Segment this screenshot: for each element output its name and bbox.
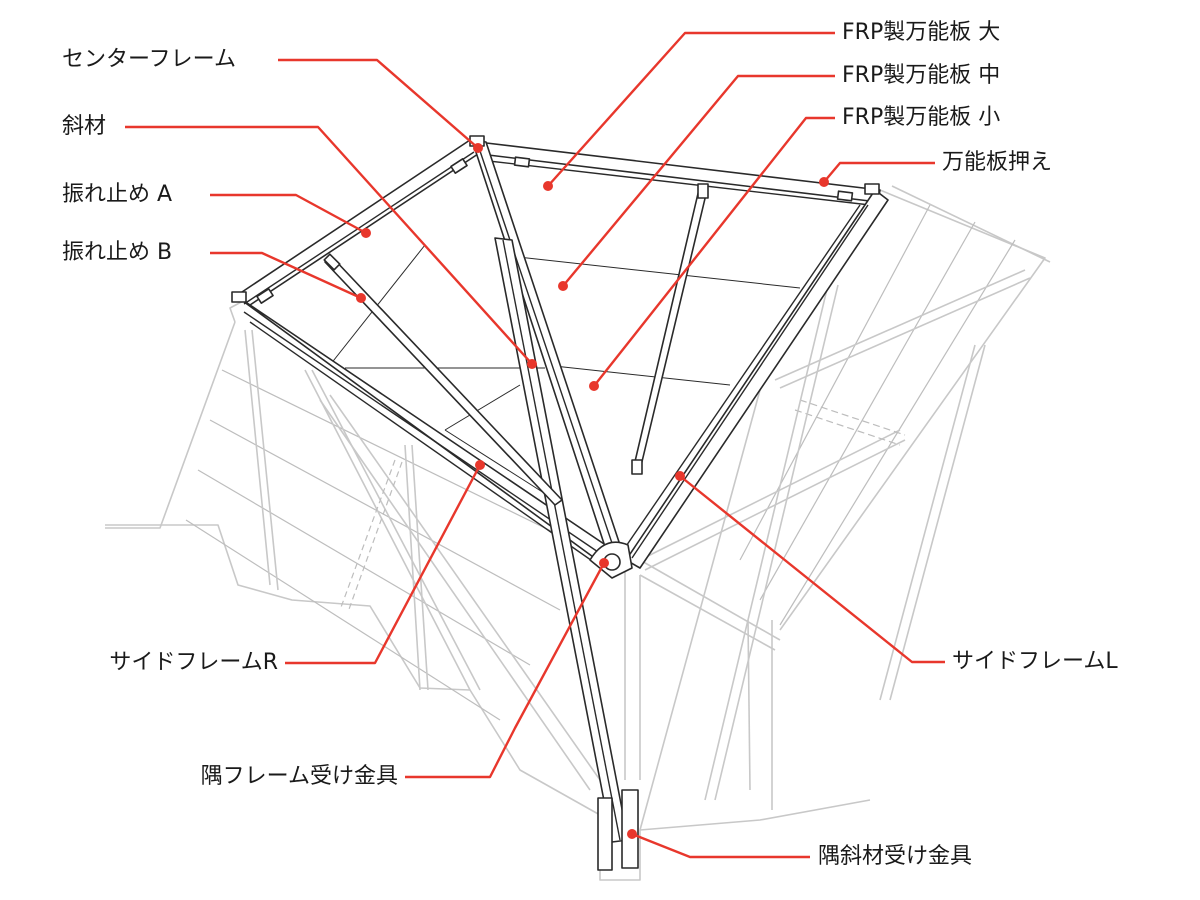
dot-side-frame-l [675, 471, 685, 481]
dot-brace-a [361, 228, 371, 238]
main-frame [231, 135, 889, 871]
leader-panel-retainer [823, 161, 935, 183]
label-panel-retainer: 万能板押え [942, 150, 1053, 175]
leader-frp-large [547, 31, 835, 187]
dot-side-frame-r [475, 460, 485, 470]
dot-frp-large [543, 181, 553, 191]
background-structure [105, 185, 1051, 881]
label-corner-diagonal-bracket: 隅斜材受け金具 [818, 844, 973, 869]
dot-panel-retainer [819, 177, 829, 187]
leader-frp-small [593, 116, 835, 387]
leader-side-frame-r [285, 464, 482, 665]
label-frp-medium: FRP製万能板 中 [842, 63, 1001, 88]
leader-center-frame [278, 58, 479, 149]
leader-lines [125, 31, 945, 859]
dot-corner-frame-bracket [599, 558, 609, 568]
leader-frp-medium [562, 74, 835, 287]
dot-corner-diagonal-bracket [627, 829, 637, 839]
dot-frp-medium [558, 281, 568, 291]
leader-corner-frame-bracket [405, 562, 606, 779]
label-diagonal: 斜材 [62, 114, 107, 139]
leader-side-frame-l [679, 475, 945, 664]
leader-corner-diagonal-bracket [631, 832, 810, 859]
label-frp-large: FRP製万能板 大 [842, 20, 1001, 45]
leader-diagonal [125, 125, 533, 365]
label-corner-frame-bracket: 隅フレーム受け金具 [200, 764, 398, 789]
dot-center-frame [473, 143, 483, 153]
dot-brace-b [356, 293, 366, 303]
label-center-frame: センターフレーム [62, 47, 237, 72]
dot-frp-small [589, 381, 599, 391]
label-side-frame-l: サイドフレームL [952, 649, 1118, 674]
label-brace-b: 振れ止め B [62, 240, 173, 265]
leader-dots [356, 143, 829, 839]
label-frp-small: FRP製万能板 小 [842, 105, 1001, 130]
label-side-frame-r: サイドフレームR [109, 650, 278, 675]
dot-diagonal [527, 359, 537, 369]
leader-brace-b [210, 251, 362, 300]
label-brace-a: 振れ止め A [62, 182, 173, 207]
leader-brace-a [210, 193, 367, 235]
